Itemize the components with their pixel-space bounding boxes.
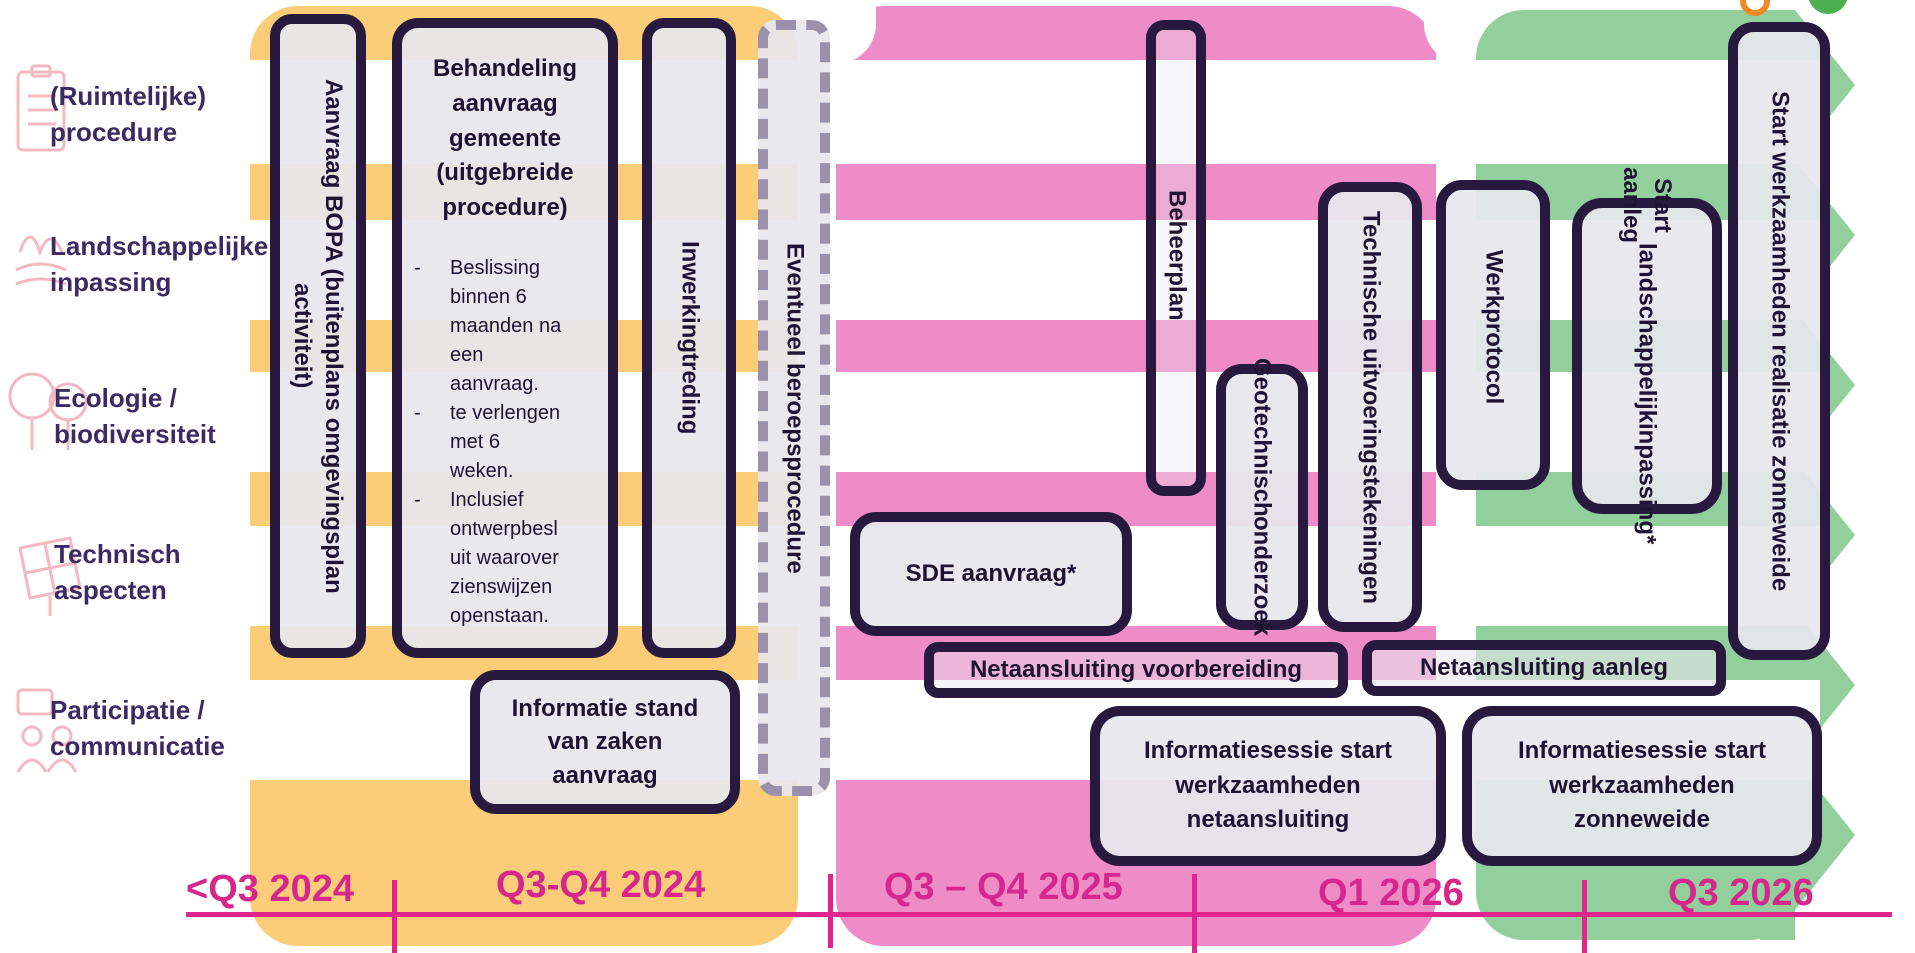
behandeling-title-line: aanvraag xyxy=(452,89,558,117)
start-aanleg-line: landschappelijk xyxy=(1633,243,1661,424)
bullet-line: Inclusief xyxy=(450,488,524,511)
tree-icon xyxy=(8,372,88,450)
timeline-tick xyxy=(1582,880,1587,953)
beroepsprocedure-box: Eventueel beroepsprocedure xyxy=(758,20,830,796)
werkprotocol-box: Werkprotocol xyxy=(1436,180,1550,490)
start-aanleg-line: inpassing* xyxy=(1633,423,1661,545)
bullet-dash: - xyxy=(414,488,421,511)
info-netaansluiting-line: netaansluiting xyxy=(1186,806,1350,834)
info-zonneweide-line: werkzaamheden xyxy=(1549,771,1735,799)
timeline-label: Q1 2026 xyxy=(1318,872,1464,914)
behandeling-bullet: - te verlengen met 6 weken. xyxy=(414,399,561,486)
bullet-line: uit waarover xyxy=(450,546,559,569)
bullet-line: een xyxy=(450,343,484,366)
behandeling-title-line: gemeente xyxy=(448,124,562,152)
bullet-line: zienswijzen xyxy=(450,575,553,598)
inwerkingtreding-text: Inwerkingtreding xyxy=(676,241,704,435)
behandeling-box: Behandeling aanvraag gemeente (uitgebrei… xyxy=(392,18,618,658)
timeline-label: Q3 2026 xyxy=(1668,872,1814,914)
bullet-dash: - xyxy=(414,256,421,279)
clipboard-icon xyxy=(16,64,66,152)
behandeling-title-line: procedure) xyxy=(442,194,568,222)
aanvraag-bopa-text: Aanvraag BOPA (buitenplans omgevingsplan… xyxy=(289,78,348,594)
geotechnisch-line: onderzoek xyxy=(1248,516,1276,637)
timeline-tick xyxy=(392,880,397,953)
people-icon xyxy=(16,688,78,773)
behandeling-bullet: - Inclusief ontwerpbesl uit waarover zie… xyxy=(414,486,561,631)
netaansluiting-voorbereiding-text: Netaansluiting voorbereiding xyxy=(969,655,1303,683)
netaansluiting-aanleg-box: Netaansluiting aanleg xyxy=(1362,640,1726,696)
category-technisch-line2: aspecten xyxy=(54,575,167,606)
technische-tekeningen-text: Technische uitvoeringstekeningen xyxy=(1357,210,1385,604)
category-ecologie-line2: biodiversiteit xyxy=(54,419,216,450)
logo-fragment xyxy=(1808,0,1848,14)
informatie-stand-line: van zaken xyxy=(547,728,663,756)
inwerkingtreding-box: Inwerkingtreding xyxy=(642,18,736,658)
start-aanleg-line: Start aanleg xyxy=(1618,167,1677,244)
start-aanleg-box: Start aanleg landschappelijk inpassing* xyxy=(1572,167,1722,545)
category-landschap-line2: inpassing xyxy=(50,267,172,298)
behandeling-title-line: (uitgebreide xyxy=(436,159,574,187)
werkprotocol-text: Werkprotocol xyxy=(1480,250,1508,405)
landscape-icon xyxy=(15,235,67,286)
logo-fragment xyxy=(1740,0,1770,16)
category-participatie-line2: communicatie xyxy=(50,731,225,762)
aanvraag-bopa-box: Aanvraag BOPA (buitenplans omgevingsplan… xyxy=(270,14,366,658)
bullet-line: Beslissing xyxy=(450,256,541,279)
category-procedure-line1: (Ruimtelijke) xyxy=(50,81,207,111)
start-werkzaamheden-box: Start werkzaamheden realisatie zonneweid… xyxy=(1728,22,1830,660)
informatie-stand-line: aanvraag xyxy=(552,761,658,789)
info-zonneweide-box: Informatiesessie start werkzaamheden zon… xyxy=(1462,706,1822,866)
bullet-line: openstaan. xyxy=(450,604,549,627)
timeline-label: Q3 – Q4 2025 xyxy=(884,866,1123,908)
sde-aanvraag-text: SDE aanvraag* xyxy=(905,559,1077,587)
category-participatie-line1: Participatie / xyxy=(50,695,205,725)
bullet-line: ontwerpbesl xyxy=(450,517,558,540)
beheerplan-text: Beheerplan xyxy=(1163,190,1191,321)
timeline-axis xyxy=(186,912,1892,917)
bullet-line: binnen 6 xyxy=(450,285,527,308)
timeline-tick xyxy=(1192,874,1197,953)
category-landschap-line1: Landschappelijke xyxy=(50,231,269,261)
netaansluiting-aanleg-text: Netaansluiting aanleg xyxy=(1419,653,1669,681)
geotechnisch-line: Geotechnisch xyxy=(1248,357,1276,517)
informatie-stand-line: Informatie stand xyxy=(511,694,699,722)
behandeling-bullets: - Beslissing binnen 6 maanden na een aan… xyxy=(414,254,561,631)
info-netaansluiting-line: Informatiesessie start xyxy=(1143,736,1393,764)
informatie-stand-box: Informatie stand van zaken aanvraag xyxy=(470,670,740,814)
timeline-label: Q3-Q4 2024 xyxy=(496,864,706,906)
bullet-line: te verlengen xyxy=(450,401,561,424)
netaansluiting-voorbereiding-box: Netaansluiting voorbereiding xyxy=(924,642,1348,698)
bullet-line: weken. xyxy=(450,459,514,482)
category-technisch-line1: Technisch xyxy=(54,539,181,569)
info-zonneweide-line: zonneweide xyxy=(1573,806,1711,834)
beroepsprocedure-text: Eventueel beroepsprocedure xyxy=(781,242,809,574)
start-werkzaamheden-text: Start werkzaamheden realisatie zonneweid… xyxy=(1766,90,1794,592)
info-netaansluiting-line: werkzaamheden xyxy=(1175,771,1361,799)
timeline-label: <Q3 2024 xyxy=(186,868,354,910)
bullet-line: met 6 xyxy=(450,430,501,453)
bullet-line: maanden na xyxy=(450,314,562,337)
solar-panel-icon xyxy=(18,536,82,616)
info-netaansluiting-box: Informatiesessie start werkzaamheden net… xyxy=(1090,706,1446,866)
behandeling-title: Behandeling aanvraag gemeente (uitgebrei… xyxy=(433,52,577,226)
bullet-line: aanvraag. xyxy=(450,372,539,395)
geotechnisch-box: Geotechnisch onderzoek xyxy=(1216,358,1308,636)
bullet-dash: - xyxy=(414,401,421,424)
timeline-tick xyxy=(828,874,833,948)
category-ecologie-line1: Ecologie / xyxy=(54,383,177,413)
category-procedure-line2: procedure xyxy=(50,117,178,148)
behandeling-bullet: - Beslissing binnen 6 maanden na een aan… xyxy=(414,254,561,399)
technische-tekeningen-box: Technische uitvoeringstekeningen xyxy=(1318,182,1422,632)
info-zonneweide-line: Informatiesessie start xyxy=(1517,736,1767,764)
sde-aanvraag-box: SDE aanvraag* xyxy=(850,512,1132,636)
behandeling-title-line: Behandeling xyxy=(432,55,577,82)
beheerplan-box: Beheerplan xyxy=(1146,20,1206,496)
